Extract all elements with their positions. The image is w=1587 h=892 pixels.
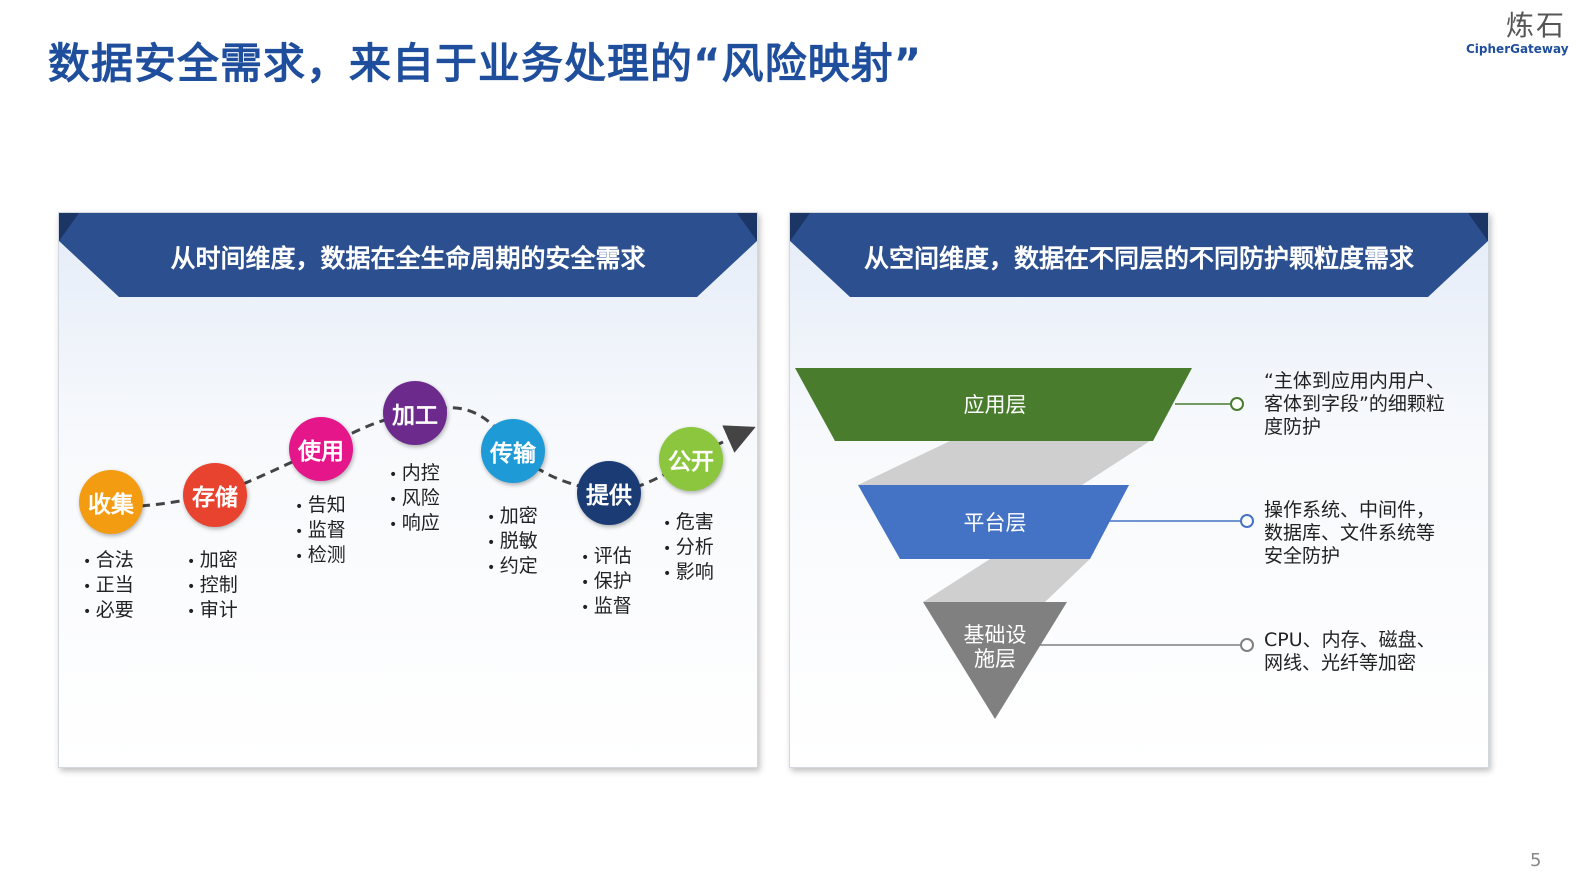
list-item: 保护 xyxy=(581,570,632,595)
list-item: 合法 xyxy=(83,549,134,574)
layer-application-desc: “主体到应用内用户、客体到字段”的细颗粒度防护 xyxy=(1264,370,1445,438)
list-item: 响应 xyxy=(389,512,440,537)
stage-transfer-label: 传输 xyxy=(490,441,536,467)
stage-publish-label: 公开 xyxy=(668,449,714,475)
layer-infrastructure-label: 基础设施层 xyxy=(963,623,1027,671)
stage-provide-items: 评估 保护 监督 xyxy=(581,545,632,620)
list-item: 分析 xyxy=(663,536,714,561)
layer-infrastructure-desc: CPU、内存、磁盘、网线、光纤等加密 xyxy=(1264,629,1436,674)
layer-application-shape xyxy=(795,368,1192,441)
list-item: 告知 xyxy=(295,494,346,519)
lifecycle-header: 从时间维度，数据在全生命周期的安全需求 xyxy=(170,244,646,273)
list-item: 加密 xyxy=(487,505,538,530)
stage-collect-items: 合法 正当 必要 xyxy=(83,549,134,624)
stage-provide: 提供 xyxy=(577,461,641,525)
stage-collect-label: 收集 xyxy=(88,492,134,518)
list-item: 风险 xyxy=(389,487,440,512)
list-item: 正当 xyxy=(83,574,134,599)
logo-en: CipherGateway xyxy=(1466,42,1569,56)
layer-infrastructure-shape xyxy=(923,602,1067,719)
stage-store: 存储 xyxy=(183,463,247,527)
list-item: 脱敏 xyxy=(487,530,538,555)
list-item: 内控 xyxy=(389,462,440,487)
layer-platform-shape xyxy=(858,485,1129,559)
stage-provide-label: 提供 xyxy=(586,483,632,509)
stage-use: 使用 xyxy=(289,417,353,481)
list-item: 检测 xyxy=(295,544,346,569)
layer-funnel xyxy=(795,368,1254,719)
list-item: 评估 xyxy=(581,545,632,570)
layers-header: 从空间维度，数据在不同层的不同防护颗粒度需求 xyxy=(863,244,1414,273)
stage-process-label: 加工 xyxy=(392,403,438,429)
layers-panel: 从空间维度，数据在不同层的不同防护颗粒度需求 应用层 平台层 基础设施层 “主体… xyxy=(789,212,1489,768)
stage-process: 加工 xyxy=(383,381,447,445)
layer-platform-label: 平台层 xyxy=(963,511,1027,535)
logo-cn: 炼石 xyxy=(1505,9,1566,42)
lifecycle-banner xyxy=(59,213,757,297)
stage-store-items: 加密 控制 审计 xyxy=(187,549,238,624)
list-item: 约定 xyxy=(487,555,538,580)
list-item: 监督 xyxy=(295,519,346,544)
layers-banner xyxy=(790,213,1488,297)
list-item: 控制 xyxy=(187,574,238,599)
list-item: 监督 xyxy=(581,595,632,620)
list-item: 审计 xyxy=(187,599,238,624)
layer-application-label: 应用层 xyxy=(963,393,1027,417)
stage-publish-items: 危害 分析 影响 xyxy=(663,511,714,586)
stage-transfer: 传输 xyxy=(481,419,545,483)
stage-collect: 收集 xyxy=(79,470,143,534)
page-number: 5 xyxy=(1530,850,1542,871)
company-logo: 炼石 CipherGateway xyxy=(1466,9,1569,57)
stage-transfer-items: 加密 脱敏 约定 xyxy=(487,505,538,580)
stage-use-items: 告知 监督 检测 xyxy=(295,494,346,569)
lifecycle-panel: 从时间维度，数据在全生命周期的安全需求 收集 存储 使用 加工 传输 提供 公开… xyxy=(58,212,758,768)
stage-store-label: 存储 xyxy=(192,485,238,511)
stage-process-items: 内控 风险 响应 xyxy=(389,462,440,537)
list-item: 危害 xyxy=(663,511,714,536)
stage-use-label: 使用 xyxy=(298,439,344,465)
layer-platform-desc: 操作系统、中间件，数据库、文件系统等安全防护 xyxy=(1264,499,1436,567)
list-item: 影响 xyxy=(663,561,714,586)
page-title: 数据安全需求，来自于业务处理的“风险映射” xyxy=(48,39,923,88)
list-item: 必要 xyxy=(83,599,134,624)
list-item: 加密 xyxy=(187,549,238,574)
stage-publish: 公开 xyxy=(659,427,723,491)
